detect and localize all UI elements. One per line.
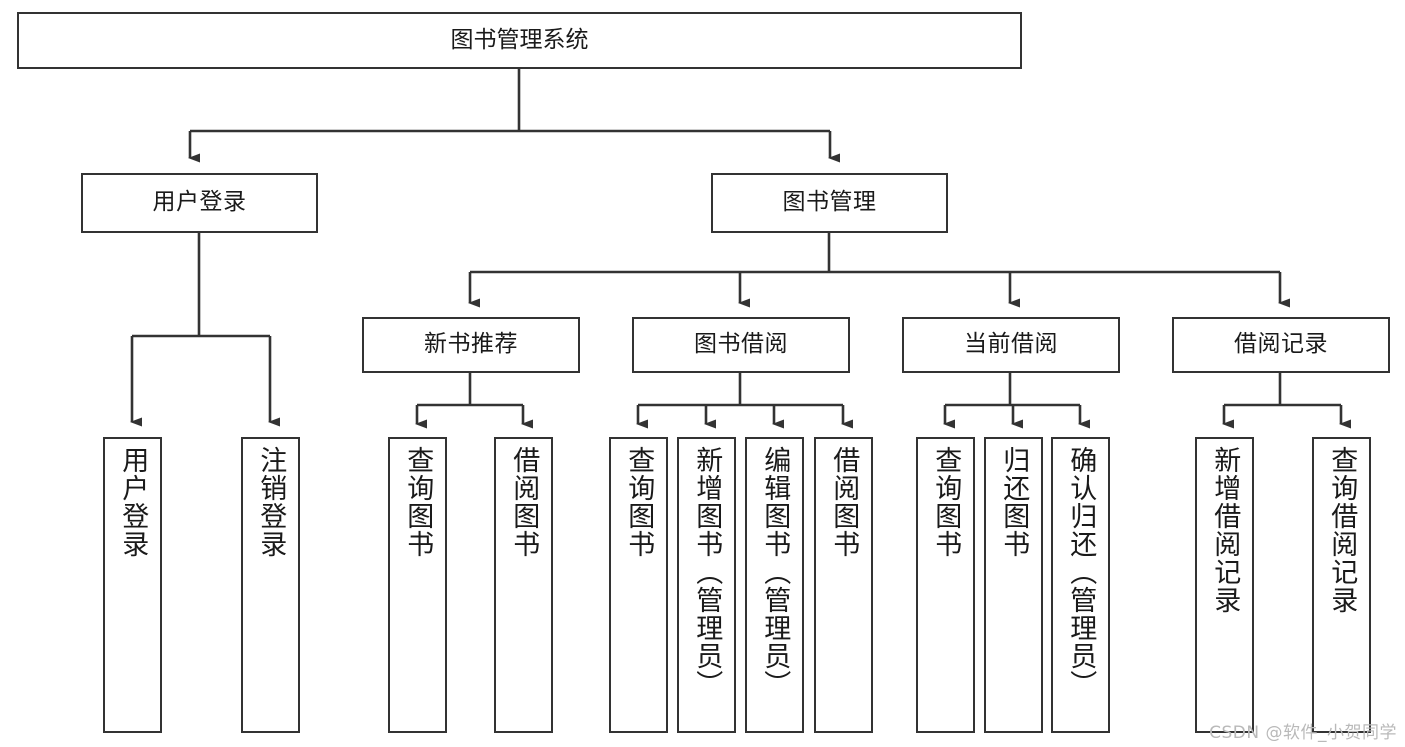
node-current-borrow[interactable]: 当前借阅: [902, 317, 1120, 373]
node-label: 归还图书: [998, 446, 1030, 558]
leaf-record-query-record[interactable]: 查询借阅记录: [1312, 437, 1371, 733]
node-label: 新书推荐: [424, 331, 518, 358]
leaf-borrow-query-book[interactable]: 查询图书: [609, 437, 668, 733]
leaf-current-return-book[interactable]: 归还图书: [984, 437, 1043, 733]
node-label: 查询借阅记录: [1326, 446, 1358, 614]
leaf-borrow-add-book-admin[interactable]: 新增图书（管理员）: [677, 437, 736, 733]
node-label: 图书管理系统: [450, 26, 589, 53]
node-borrow-record[interactable]: 借阅记录: [1172, 317, 1390, 373]
leaf-recommend-borrow-book[interactable]: 借阅图书: [494, 437, 553, 733]
watermark: CSDN @软件_小贺同学: [1209, 723, 1397, 743]
leaf-borrow-borrow-book[interactable]: 借阅图书: [814, 437, 873, 733]
leaf-borrow-edit-book-admin[interactable]: 编辑图书（管理员）: [745, 437, 804, 733]
node-label: 新增图书（管理员）: [691, 446, 723, 698]
node-label: 借阅图书: [828, 446, 860, 558]
node-label: 用户登录: [152, 189, 247, 216]
node-label: 注销登录: [255, 446, 287, 558]
node-label: 新增借阅记录: [1209, 446, 1241, 614]
node-book-management[interactable]: 图书管理: [711, 173, 948, 233]
node-label: 图书管理: [782, 189, 877, 216]
node-label: 图书借阅: [694, 331, 788, 358]
node-label: 确认归还（管理员）: [1065, 446, 1097, 698]
node-label: 当前借阅: [964, 331, 1058, 358]
node-label: 查询图书: [402, 446, 434, 558]
node-label: 借阅图书: [508, 446, 540, 558]
leaf-current-query-book[interactable]: 查询图书: [916, 437, 975, 733]
node-user-login[interactable]: 用户登录: [81, 173, 318, 233]
node-label: 用户登录: [117, 446, 149, 558]
node-label: 借阅记录: [1234, 331, 1328, 358]
node-book-borrow[interactable]: 图书借阅: [632, 317, 850, 373]
leaf-user-login-login[interactable]: 用户登录: [103, 437, 162, 733]
node-root-book-management-system[interactable]: 图书管理系统: [17, 12, 1022, 69]
node-label: 查询图书: [623, 446, 655, 558]
node-label: 查询图书: [930, 446, 962, 558]
leaf-user-login-logout[interactable]: 注销登录: [241, 437, 300, 733]
node-label: 编辑图书（管理员）: [759, 446, 791, 698]
node-new-book-recommend[interactable]: 新书推荐: [362, 317, 580, 373]
leaf-recommend-query-book[interactable]: 查询图书: [388, 437, 447, 733]
leaf-record-add-record[interactable]: 新增借阅记录: [1195, 437, 1254, 733]
leaf-current-confirm-return-admin[interactable]: 确认归还（管理员）: [1051, 437, 1110, 733]
